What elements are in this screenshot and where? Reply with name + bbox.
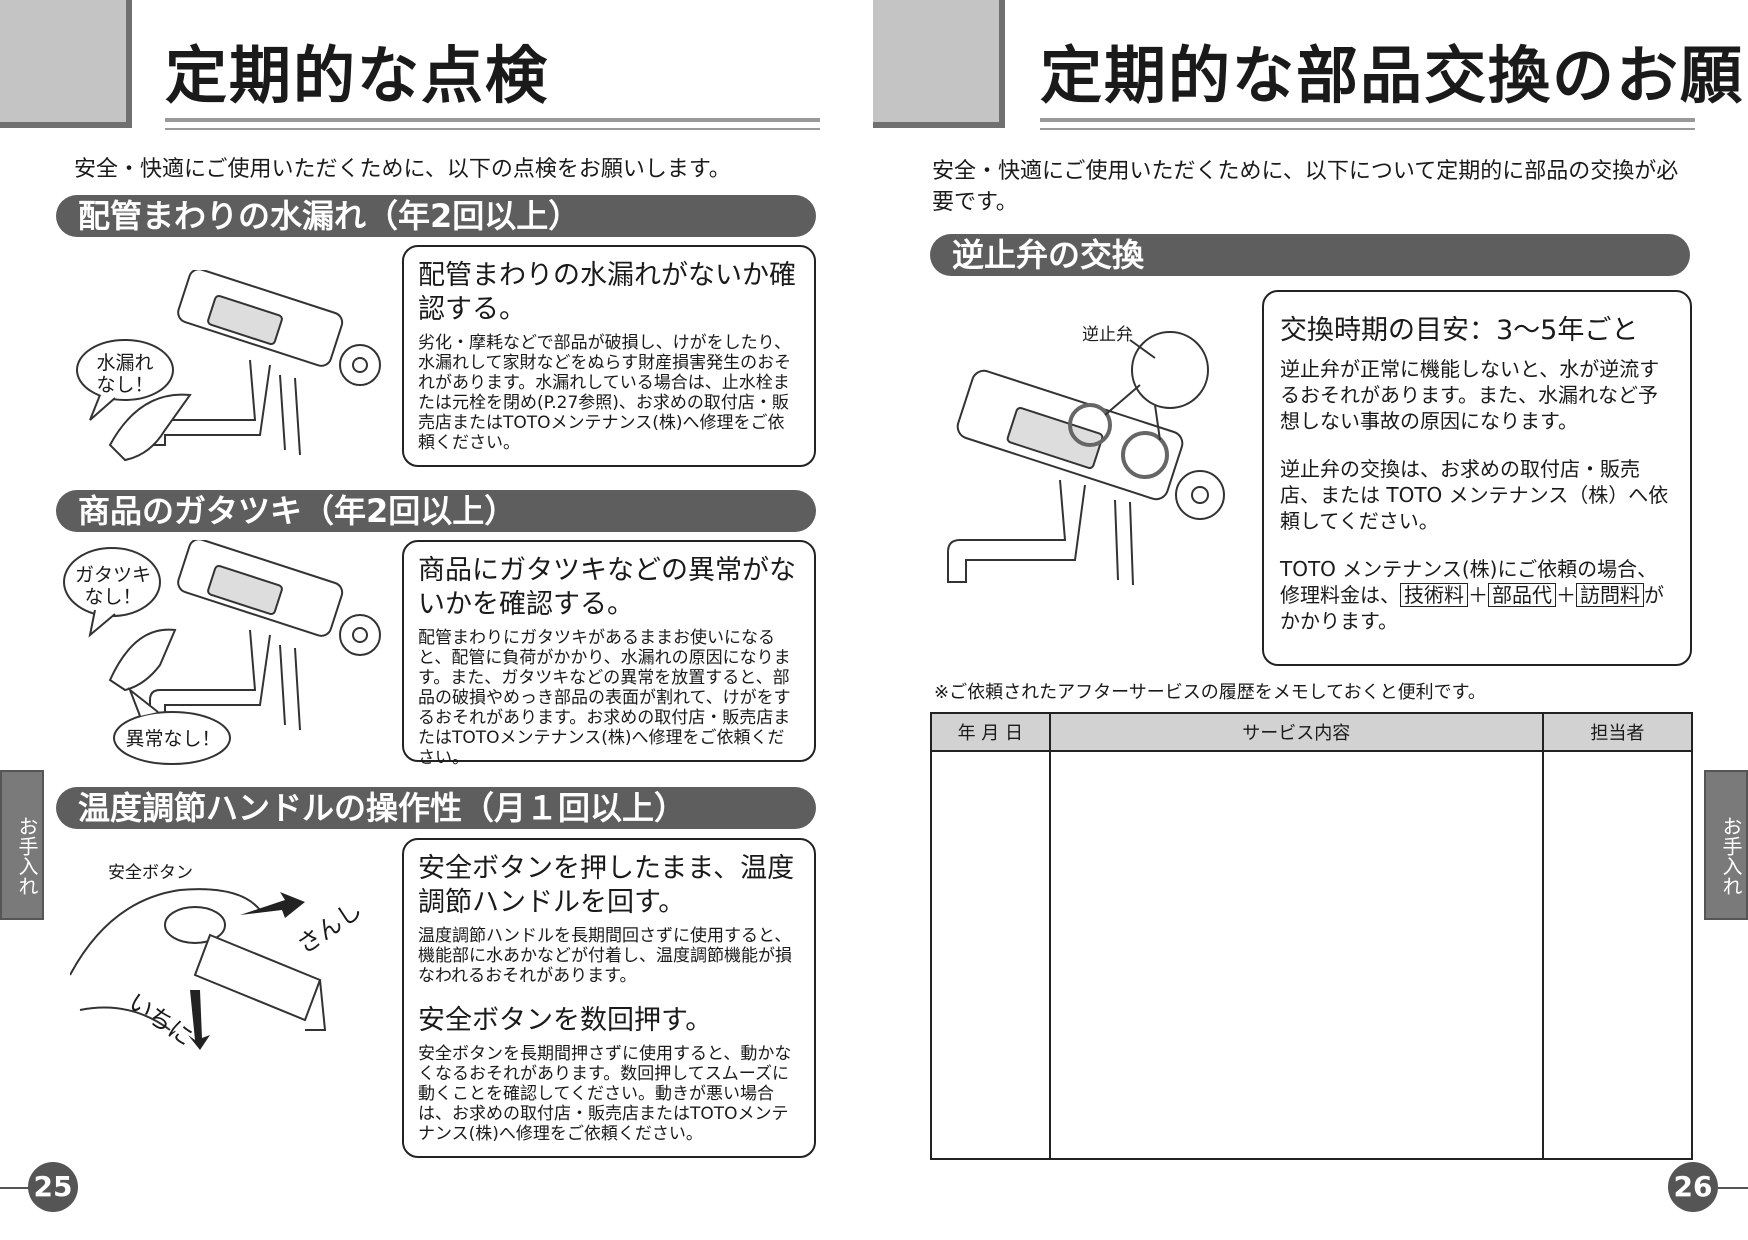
fee-item: 技術料 bbox=[1400, 583, 1468, 607]
fee-plus: ＋ bbox=[1468, 583, 1488, 607]
info-box: 交換時期の目安：3〜5年ごと 逆止弁が正常に機能しないと、水が逆流するおそれがあ… bbox=[1262, 290, 1692, 666]
title-rule bbox=[165, 128, 820, 130]
label-check-valve: 逆止弁 bbox=[1082, 325, 1133, 345]
table-header-staff: 担当者 bbox=[1541, 712, 1694, 752]
memo-cell-date[interactable] bbox=[930, 751, 1051, 1160]
page-number: 26 bbox=[1668, 1162, 1718, 1212]
box-heading: 安全ボタンを押したまま、温度調節ハンドルを回す。 bbox=[418, 853, 795, 918]
fee-item: 訪問料 bbox=[1576, 583, 1644, 607]
faucet-illustration bbox=[76, 270, 381, 462]
box-body: 配管まわりにガタツキがあるままお使いになると、配管に負荷がかかり、水漏れの原因に… bbox=[418, 628, 791, 768]
side-tab: お手入れ bbox=[1704, 770, 1748, 920]
speech-bubble: 異常なし！ bbox=[125, 728, 221, 750]
page-number: 25 bbox=[28, 1162, 78, 1212]
table-header-date: 年 月 日 bbox=[930, 712, 1051, 752]
table-header-service: サービス内容 bbox=[1048, 712, 1544, 752]
left-title-block bbox=[0, 0, 132, 128]
intro-text: 安全・快適にご使用いただくために、以下の点検をお願いします。 bbox=[74, 157, 731, 182]
fee-item: 部品代 bbox=[1488, 583, 1556, 607]
section-header: 配管まわりの水漏れ（年2回以上） bbox=[56, 195, 816, 237]
box-body: 劣化・摩耗などで部品が破損し、けがをしたり、水漏れして家財などをぬらす財産損害発… bbox=[418, 333, 792, 453]
title-rule bbox=[1040, 118, 1695, 122]
page-number-line bbox=[0, 1187, 30, 1189]
box-paragraph: 逆止弁が正常に機能しないと、水が逆流するおそれがあります。また、水漏れなど予想し… bbox=[1280, 357, 1660, 433]
table-row bbox=[930, 751, 1694, 1160]
title-rule bbox=[1040, 128, 1695, 130]
faucet-illustration bbox=[63, 540, 381, 765]
box-heading: 交換時期の目安：3〜5年ごと bbox=[1280, 315, 1639, 346]
speech-bubble: 水漏れなし！ bbox=[96, 352, 154, 396]
memo-note: ※ご依頼されたアフターサービスの履歴をメモしておくと便利です。 bbox=[934, 682, 1486, 703]
fee-plus: ＋ bbox=[1556, 583, 1576, 607]
fee-text: が bbox=[1644, 583, 1664, 607]
page-title: 定期的な部品交換のお願い bbox=[1040, 39, 1748, 112]
check-box: 安全ボタンを押したまま、温度調節ハンドルを回す。 温度調節ハンドルを長期間回さず… bbox=[402, 838, 816, 1158]
box-body: 安全ボタンを長期間押さずに使用すると、動かなくなるおそれがあります。数回押してス… bbox=[418, 1044, 792, 1144]
side-tab: お手入れ bbox=[0, 770, 44, 920]
table-header-row: 年 月 日 サービス内容 担当者 bbox=[930, 712, 1694, 752]
handle-illustration bbox=[70, 888, 327, 1050]
box-heading: 配管まわりの水漏れがないか確認する。 bbox=[418, 260, 796, 325]
box-body: 温度調節ハンドルを長期間回さずに使用すると、機能部に水あかなどが付着し、温度調節… bbox=[418, 926, 792, 986]
section-header: 温度調節ハンドルの操作性（月１回以上） bbox=[56, 787, 816, 829]
title-rule bbox=[165, 118, 820, 122]
label-safety-button: 安全ボタン bbox=[108, 863, 193, 883]
section-header: 逆止弁の交換 bbox=[930, 234, 1690, 276]
box-heading: 商品にガタツキなどの異常がないかを確認する。 bbox=[418, 555, 796, 620]
right-title-block bbox=[873, 0, 1005, 128]
page-title: 定期的な点検 bbox=[165, 39, 550, 112]
check-box: 配管まわりの水漏れがないか確認する。 劣化・摩耗などで部品が破損し、けがをしたり… bbox=[402, 245, 816, 467]
page-number-line bbox=[1718, 1187, 1748, 1189]
fee-text: TOTO メンテナンス(株)にご依頼の場合、修理料金は、 bbox=[1280, 557, 1658, 607]
check-box: 商品にガタツキなどの異常がないかを確認する。 配管まわりにガタツキがあるままお使… bbox=[402, 540, 816, 768]
speech-bubble: ガタツキなし！ bbox=[74, 564, 151, 608]
box-heading: 安全ボタンを数回押す。 bbox=[418, 1005, 713, 1036]
section-header: 商品のガタツキ（年2回以上） bbox=[56, 490, 816, 532]
memo-cell-staff[interactable] bbox=[1541, 751, 1694, 1160]
box-paragraph: 逆止弁の交換は、お求めの取付店・販売店、または TOTO メンテナンス（株）へ依… bbox=[1280, 457, 1669, 533]
box-paragraph-fees: TOTO メンテナンス(株)にご依頼の場合、修理料金は、技術料＋部品代＋訪問料が… bbox=[1280, 556, 1674, 634]
fee-text: かかります。 bbox=[1280, 609, 1398, 633]
service-memo-table: 年 月 日 サービス内容 担当者 bbox=[930, 712, 1694, 1160]
memo-cell-service[interactable] bbox=[1048, 751, 1544, 1160]
intro-text: 安全・快適にご使用いただくために、以下について定期的に部品の交換が必要です。 bbox=[932, 159, 1679, 215]
check-valve-illustration bbox=[947, 331, 1225, 586]
